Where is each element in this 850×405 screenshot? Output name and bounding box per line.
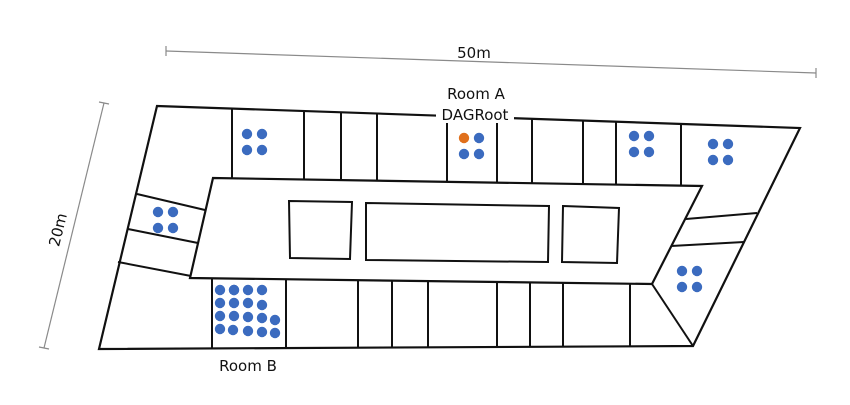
dimension-lines <box>38 46 817 350</box>
top-row-partitions <box>231 108 682 185</box>
sensor-nodes <box>152 128 734 339</box>
sensor-node <box>707 138 719 150</box>
sensor-node <box>676 281 688 293</box>
sensor-node <box>256 128 268 140</box>
sensor-node <box>167 206 179 218</box>
dag-root-node <box>458 132 470 144</box>
width-dimension-label: 50m <box>457 44 491 62</box>
inner-courtyard-wall <box>188 176 704 286</box>
height-dimension-label: 20m <box>45 211 71 248</box>
sensor-node <box>228 297 240 309</box>
sensor-node <box>214 323 226 335</box>
sensor-node <box>722 138 734 150</box>
sensor-node <box>722 154 734 166</box>
width-dimension-line <box>165 50 817 74</box>
sensor-node <box>228 310 240 322</box>
height-dimension-tick-bottom <box>38 346 50 350</box>
courtyard-blocks <box>287 199 621 265</box>
sensor-node <box>473 132 485 144</box>
sensor-node <box>256 144 268 156</box>
sensor-node <box>707 154 719 166</box>
sensor-node <box>152 222 164 234</box>
sensor-node <box>256 312 268 324</box>
bottom-row-partitions <box>211 279 694 348</box>
sensor-node <box>214 310 226 322</box>
sensor-node <box>242 311 254 323</box>
sensor-node <box>241 128 253 140</box>
sensor-node <box>269 314 281 326</box>
height-dimension-tick-top <box>98 101 110 105</box>
sensor-node <box>256 284 268 296</box>
dag-root-label: DAGRoot <box>442 106 509 124</box>
outer-wall <box>97 104 802 351</box>
courtyard-block-center <box>365 201 551 264</box>
sensor-node <box>643 130 655 142</box>
right-side-partitions <box>670 212 758 247</box>
sensor-node <box>691 281 703 293</box>
sensor-node <box>643 146 655 158</box>
sensor-node <box>628 146 640 158</box>
sensor-node <box>473 148 485 160</box>
sensor-node <box>214 297 226 309</box>
sensor-node <box>214 284 226 296</box>
sensor-node <box>256 326 268 338</box>
sensor-node <box>228 284 240 296</box>
height-dimension-line <box>43 102 105 349</box>
sensor-node <box>691 265 703 277</box>
sensor-node <box>242 297 254 309</box>
sensor-node <box>167 222 179 234</box>
sensor-node <box>256 299 268 311</box>
sensor-node <box>628 130 640 142</box>
sensor-node <box>227 324 239 336</box>
sensor-node <box>242 284 254 296</box>
courtyard-block-left <box>287 199 354 261</box>
room-a-label: Room A <box>447 85 505 103</box>
left-side-partitions <box>117 193 206 277</box>
room-b-label: Room B <box>219 357 277 375</box>
sensor-node <box>241 144 253 156</box>
sensor-node <box>242 325 254 337</box>
sensor-node <box>152 206 164 218</box>
sensor-node <box>269 327 281 339</box>
courtyard-block-right <box>560 204 621 265</box>
sensor-node <box>458 148 470 160</box>
sensor-node <box>676 265 688 277</box>
